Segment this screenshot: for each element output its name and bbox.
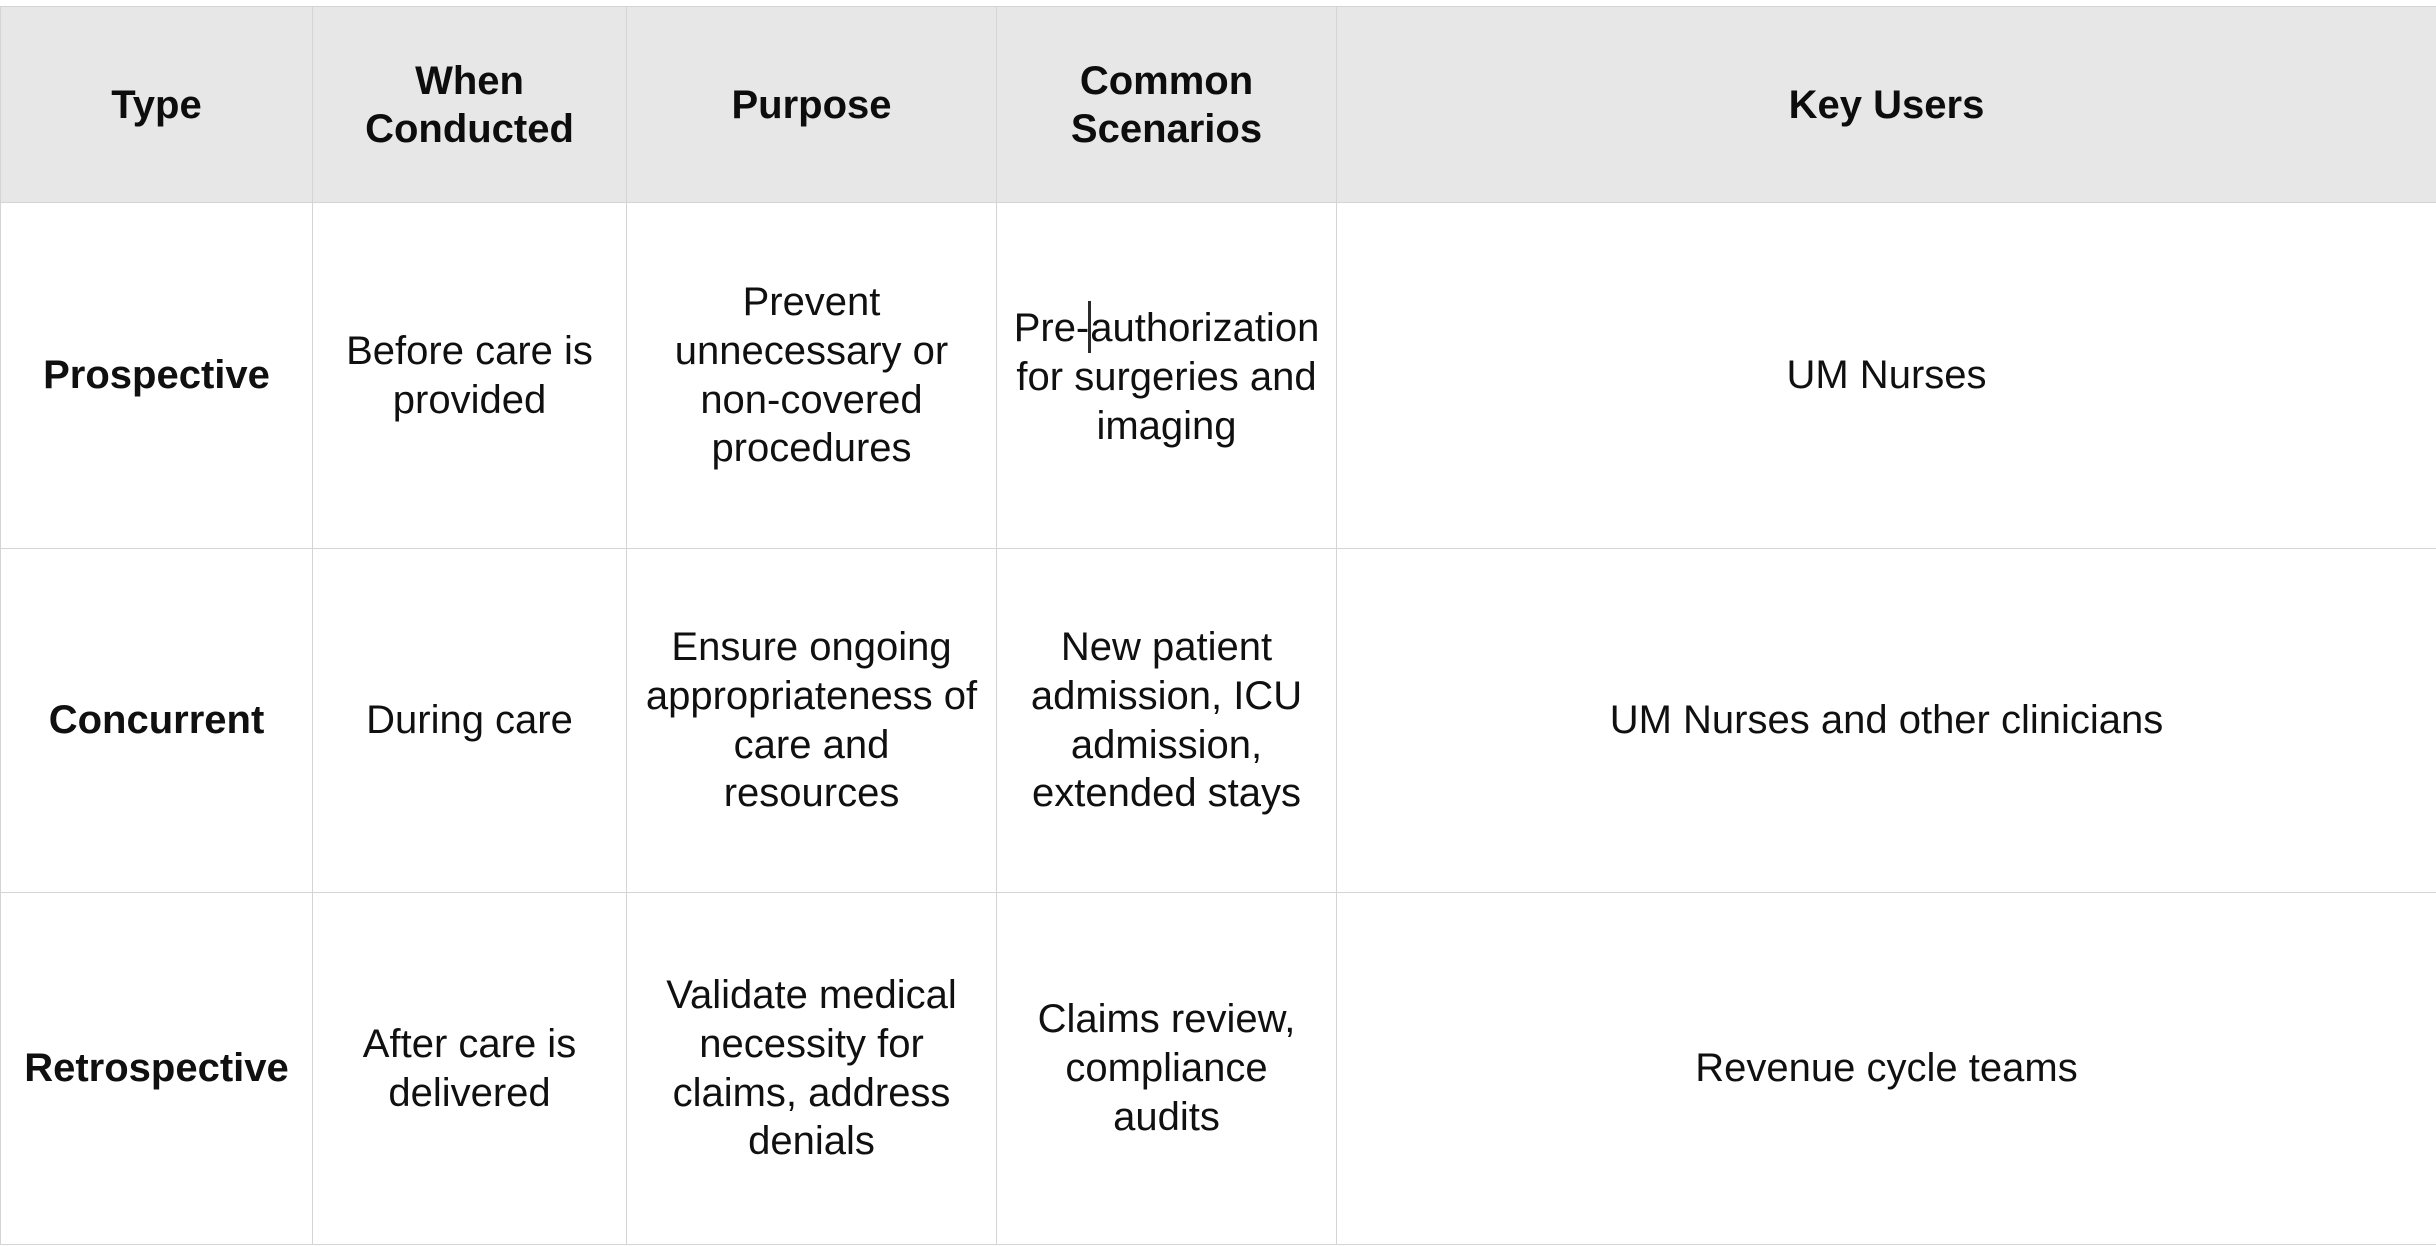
cell-type-retrospective: Retrospective: [0, 892, 313, 1245]
cell-purpose-prospective: Prevent unnecessary or non-covered proce…: [626, 202, 997, 549]
cell-purpose-retrospective: Validate medical necessity for claims, a…: [626, 892, 997, 1245]
utilization-management-review-types-table: Type When Conducted Purpose Common Scena…: [0, 6, 2436, 1245]
column-header-when-conducted: When Conducted: [312, 6, 627, 203]
cell-when-prospective: Before care is provided: [312, 202, 627, 549]
cell-users-prospective: UM Nurses: [1336, 202, 2436, 549]
cell-when-concurrent: During care: [312, 548, 627, 893]
table-header-row: Type When Conducted Purpose Common Scena…: [0, 6, 2436, 203]
cell-purpose-concurrent: Ensure ongoing appropriateness of care a…: [626, 548, 997, 893]
cell-scenarios-concurrent: New patient admission, ICU admission, ex…: [996, 548, 1337, 893]
column-header-purpose: Purpose: [626, 6, 997, 203]
cell-scenarios-retrospective: Claims review, compliance audits: [996, 892, 1337, 1245]
column-header-type: Type: [0, 6, 313, 203]
cell-scenarios-prospective[interactable]: Pre-authorization for surgeries and imag…: [996, 202, 1337, 549]
cell-users-retrospective: Revenue cycle teams: [1336, 892, 2436, 1245]
table-header: Type When Conducted Purpose Common Scena…: [0, 6, 2436, 203]
table-body: Prospective Before care is provided Prev…: [0, 202, 2436, 1245]
column-header-key-users: Key Users: [1336, 6, 2436, 203]
table-row: Prospective Before care is provided Prev…: [0, 202, 2436, 549]
column-header-common-scenarios: Common Scenarios: [996, 6, 1337, 203]
cell-type-concurrent: Concurrent: [0, 548, 313, 893]
scenarios-text-prefix: Pre-: [1013, 305, 1090, 350]
cell-type-prospective: Prospective: [0, 202, 313, 549]
table-row: Retrospective After care is delivered Va…: [0, 892, 2436, 1245]
text-caret: [1088, 300, 1092, 353]
table-row: Concurrent During care Ensure ongoing ap…: [0, 548, 2436, 893]
cell-users-concurrent: UM Nurses and other clinicians: [1336, 548, 2436, 893]
scenarios-text-suffix: authorization for surgeries and imaging: [1016, 305, 1320, 448]
cell-when-retrospective: After care is delivered: [312, 892, 627, 1245]
